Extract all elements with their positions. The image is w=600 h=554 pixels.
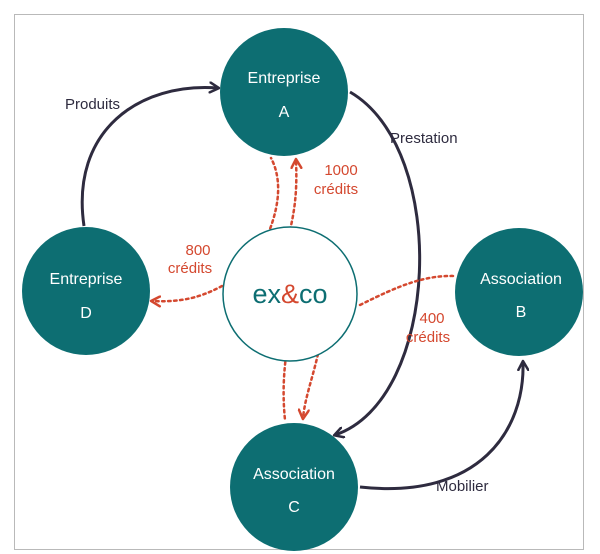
credit-d-amount: 800 [185, 242, 210, 259]
exco-logo-amp: & [281, 279, 299, 309]
credit-arrow-c [282, 354, 288, 422]
mobilier-label: Mobilier [436, 478, 489, 495]
node-c-line1: Association [253, 466, 335, 483]
credit-arrow-to-d [152, 284, 224, 301]
credit-arrow-to-c [303, 352, 320, 418]
node-a-line1: Entreprise [248, 70, 321, 87]
node-association-b [455, 228, 583, 356]
credit-b-amount: 400 [419, 310, 444, 327]
node-c-line2: C [288, 499, 300, 516]
credit-arrow-a [266, 156, 280, 236]
credit-b-unit: crédits [406, 329, 450, 346]
node-b-line1: Association [480, 271, 562, 288]
credit-a-unit: crédits [314, 181, 358, 198]
node-exco-center [222, 226, 358, 362]
exco-logo-left: ex [252, 279, 281, 309]
produits-arrow [80, 87, 218, 227]
mobilier-arrow [359, 362, 523, 490]
credit-arrow-to-a [288, 160, 296, 232]
node-a-line2: A [279, 104, 290, 121]
exco-logo: ex&co [252, 279, 327, 309]
node-d-line1: Entreprise [50, 271, 123, 288]
node-b-line2: B [516, 304, 527, 321]
node-entreprise-d [22, 227, 150, 355]
credit-a-amount: 1000 [324, 162, 357, 179]
node-association-c [230, 423, 358, 551]
prestation-arrow [335, 90, 422, 435]
credit-arrow-b [358, 274, 458, 307]
node-entreprise-a [220, 28, 348, 156]
prestation-label: Prestation [390, 130, 458, 147]
credit-d-unit: crédits [168, 260, 212, 277]
produits-label: Produits [65, 96, 120, 113]
exco-logo-right: co [299, 279, 328, 309]
node-d-line2: D [80, 305, 92, 322]
